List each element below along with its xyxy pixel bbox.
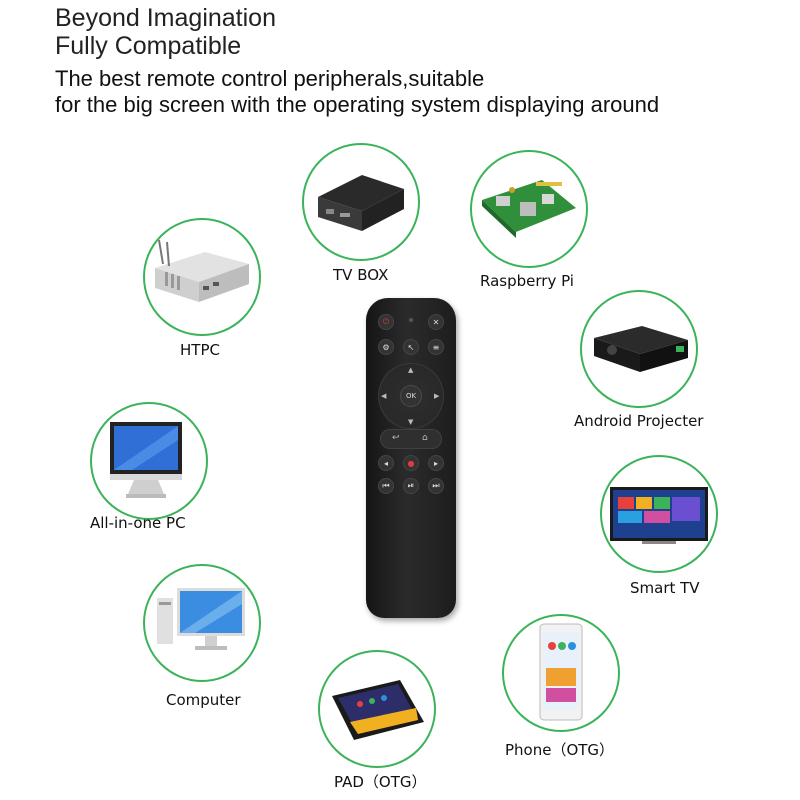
device-smart-tv: [600, 455, 718, 573]
ok-button: OK: [400, 385, 422, 407]
remote-control: ⏻ ✕ ⚙ ↖ ≡ ▲ ▼ ◀ ▶ OK ↩ ⌂ ◂ ● ▸ ⏮ ⏯ ⏭: [366, 298, 456, 618]
headline-line-2: Fully Compatible: [55, 32, 242, 60]
play-pause-icon: ⏯: [403, 478, 419, 494]
android-projector-image: [580, 290, 698, 408]
device-htpc: [143, 218, 261, 336]
raspberry-pi-image: [470, 150, 588, 268]
caption-smart-tv: Smart TV: [630, 579, 700, 597]
device-phone: [502, 614, 620, 732]
back-home-bar: ↩ ⌂: [380, 429, 442, 449]
mute-icon: ✕: [428, 314, 444, 330]
up-arrow-icon: ▲: [408, 366, 414, 374]
phone-image: [502, 614, 620, 732]
computer-image: [143, 564, 261, 682]
device-android-projector: [580, 290, 698, 408]
device-tv-box: [302, 143, 420, 261]
device-all-in-one-pc: [90, 402, 208, 520]
volume-down-icon: ◂: [378, 455, 394, 471]
menu-icon: ≡: [428, 339, 444, 355]
caption-raspberry-pi: Raspberry Pi: [480, 272, 574, 290]
caption-android-projector: Android Projecter: [574, 412, 704, 430]
all-in-one-pc-image: [90, 402, 208, 520]
direction-pad: ▲ ▼ ◀ ▶ OK: [378, 363, 444, 429]
back-icon: ↩: [392, 433, 400, 443]
previous-icon: ⏮: [378, 478, 394, 494]
htpc-image: [143, 218, 261, 336]
caption-phone: Phone（OTG）: [505, 741, 615, 759]
caption-htpc: HTPC: [180, 341, 220, 359]
settings-icon: ⚙: [378, 339, 394, 355]
caption-all-in-one-pc: All-in-one PC: [90, 514, 186, 532]
caption-tv-box: TV BOX: [333, 266, 389, 284]
indicator-light: [409, 318, 413, 322]
pad-image: [318, 650, 436, 768]
subheadline-line-2: for the big screen with the operating sy…: [55, 92, 660, 117]
smart-tv-image: [600, 455, 718, 573]
volume-up-icon: ▸: [428, 455, 444, 471]
caption-pad: PAD（OTG）: [334, 773, 427, 791]
microphone-icon: ●: [403, 455, 419, 471]
right-arrow-icon: ▶: [434, 392, 440, 400]
home-icon: ⌂: [422, 433, 428, 443]
next-icon: ⏭: [428, 478, 444, 494]
mouse-icon: ↖: [403, 339, 419, 355]
power-icon: ⏻: [378, 314, 394, 330]
left-arrow-icon: ◀: [381, 392, 387, 400]
headline-line-1: Beyond Imagination: [55, 4, 276, 32]
device-raspberry-pi: [470, 150, 588, 268]
down-arrow-icon: ▼: [408, 418, 414, 426]
tv-box-image: [302, 143, 420, 261]
device-computer: [143, 564, 261, 682]
device-pad: [318, 650, 436, 768]
subheadline-line-1: The best remote control peripherals,suit…: [55, 66, 485, 91]
caption-computer: Computer: [166, 691, 241, 709]
